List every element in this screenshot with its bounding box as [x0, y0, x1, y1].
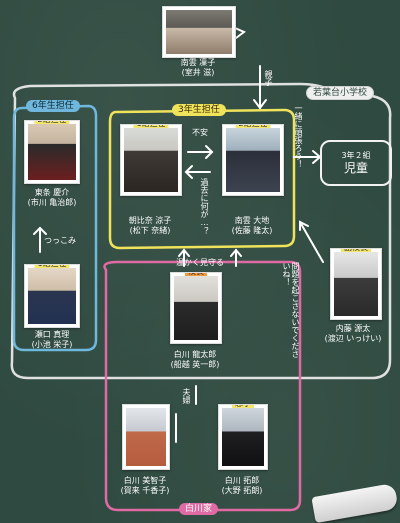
portrait-image: [334, 252, 378, 316]
photo-shirakawa-ryutaro: 校長: [170, 272, 222, 344]
school-outline: [10, 82, 392, 380]
relation-label-isshoni: 一緒に頑張ろう！: [294, 104, 303, 168]
portrait-image: [174, 276, 218, 340]
person-name: 内藤 源太: [335, 324, 371, 333]
person-name: 東条 慶介: [34, 188, 70, 197]
role-badge: 副校長: [341, 249, 371, 253]
photo-naito: 副校長: [330, 248, 382, 320]
role-badge: 1組担任: [133, 125, 169, 129]
portrait-image: [166, 10, 232, 54]
group-tag-shirakawa: 白川家: [179, 503, 219, 515]
person-actor: (松下 奈緒): [129, 226, 171, 235]
portrait-image: [124, 128, 178, 192]
portrait-image: [222, 408, 264, 466]
shirakawa-outline: [103, 260, 302, 512]
photo-shirakawa-takuro: 息子: [218, 404, 268, 470]
person-nagumo-rinko: 南雲 凜子 (室井 滋): [158, 58, 238, 78]
person-actor: (渡辺 いっけい): [324, 334, 382, 343]
person-name: 南雲 大地: [234, 216, 270, 225]
person-name: 南雲 凜子: [180, 58, 216, 67]
person-shirakawa-miyako: 白川 美智子 (賀来 千香子): [105, 476, 185, 496]
class-box-line1: 3年２組: [341, 150, 371, 160]
portrait-image: [28, 268, 76, 324]
photo-shirakawa-miyako: [122, 404, 170, 470]
person-setoguchi: 瀬口 真理 (小池 栄子): [12, 330, 92, 350]
role-badge: 息子: [232, 405, 254, 409]
relation-label-atatakaku: 温かく見守る: [176, 258, 224, 267]
person-actor: (大野 拓朗): [221, 486, 263, 495]
person-actor: (佐藤 隆太): [231, 226, 273, 235]
grade6-outline: [12, 104, 98, 352]
photo-asahina: 1組担任: [120, 124, 182, 196]
person-asahina: 朝比奈 涼子 (松下 奈緒): [110, 216, 190, 236]
portrait-image: [28, 124, 76, 180]
photo-tojo: 2組担任: [24, 120, 80, 184]
portrait-image: [226, 128, 280, 192]
photo-nagumo-rinko: [162, 6, 236, 58]
person-shirakawa-takuro: 白川 拓郎 (大野 拓朗): [202, 476, 282, 496]
role-badge: 2組担任: [34, 121, 70, 125]
person-shirakawa-ryutaro: 白川 龍太郎 (船越 英一郎): [155, 350, 235, 370]
person-actor: (小池 栄子): [31, 340, 73, 349]
photo-nagumo-daichi: 2組担任: [222, 124, 284, 196]
relation-label-oyako: 親子: [264, 70, 273, 86]
person-name: 瀬口 真理: [34, 330, 70, 339]
class-box-line2: 児童: [343, 160, 368, 175]
person-tojo: 東条 慶介 (市川 亀治郎): [12, 188, 92, 208]
person-actor: (賀来 千香子): [120, 486, 170, 495]
person-name: 朝比奈 涼子: [128, 216, 172, 225]
group-tag-grade3: 3年生担任: [172, 104, 226, 116]
person-naito: 内藤 源太 (渡辺 いっけい): [308, 324, 398, 344]
portrait-image: [126, 408, 166, 466]
relation-label-fuufu: 夫婦: [182, 388, 191, 404]
role-badge: 校長: [185, 273, 207, 277]
role-badge: 2組担任: [235, 125, 271, 129]
relation-label-fuan: 不安: [192, 128, 208, 137]
photo-setoguchi: 1組担任: [24, 264, 80, 328]
group-tag-school: 若葉台小学校: [306, 86, 375, 100]
person-name: 白川 美智子: [123, 476, 167, 485]
class-box: 3年２組 児童: [320, 140, 392, 186]
person-actor: (室井 滋): [181, 68, 215, 77]
group-tag-grade6: 6年生担任: [26, 100, 80, 112]
person-actor: (市川 亀治郎): [27, 198, 77, 207]
relation-label-mondai: 問題を起こさないでくださいね！: [282, 262, 300, 358]
person-nagumo-daichi: 南雲 大地 (佐藤 隆太): [212, 216, 292, 236]
person-name: 白川 拓郎: [224, 476, 260, 485]
relation-label-tsukkomi: つっこみ: [44, 236, 76, 245]
grade3-outline: [108, 108, 296, 250]
person-actor: (船越 英一郎): [170, 360, 220, 369]
person-name: 白川 龍太郎: [173, 350, 217, 359]
role-badge: 1組担任: [34, 265, 70, 269]
relation-label-kako: 過去に何が…？: [200, 178, 209, 235]
